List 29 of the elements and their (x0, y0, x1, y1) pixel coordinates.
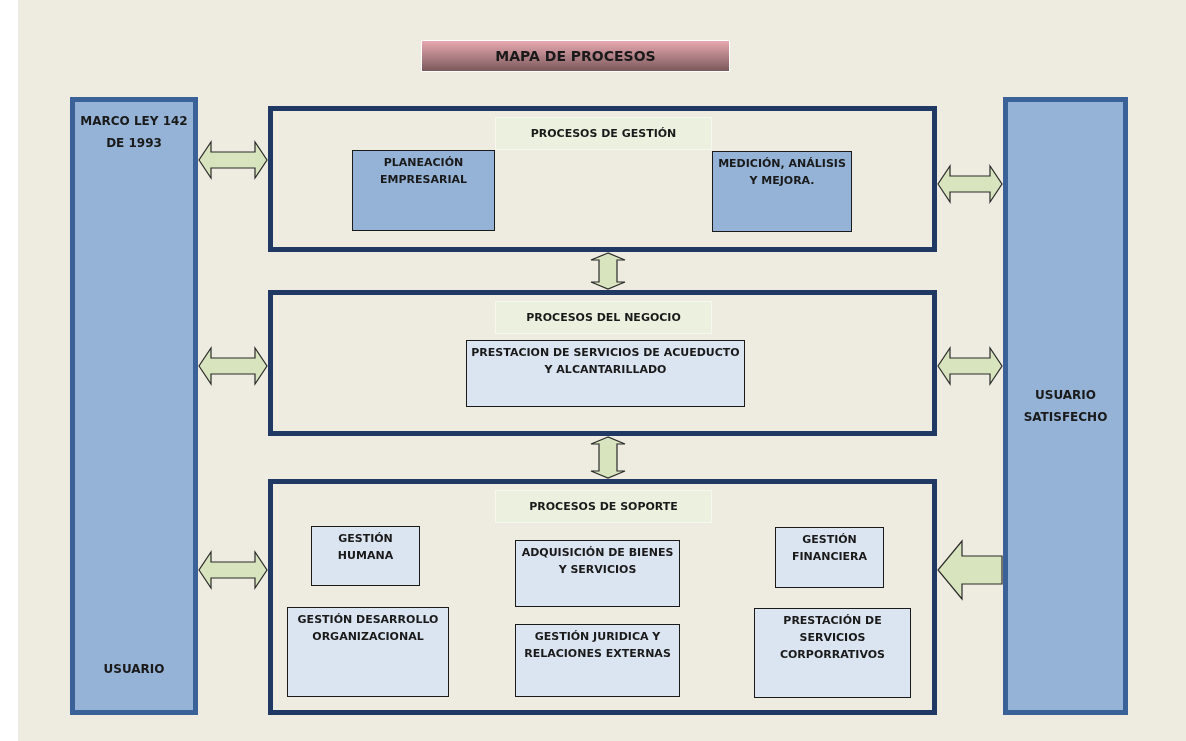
section-heading: PROCESOS DE SOPORTE (495, 490, 712, 523)
side-bar (70, 97, 198, 715)
process-box: PLANEACIÓN EMPRESARIAL (352, 150, 495, 231)
block-arrow (937, 346, 1003, 386)
process-box: GESTIÓN JURIDICA Y RELACIONES EXTERNAS (515, 624, 680, 697)
block-arrow (198, 140, 268, 180)
bar-label: USUARIO (103, 661, 165, 678)
block-arrow (590, 436, 626, 479)
process-box: GESTIÓN FINANCIERA (775, 527, 884, 588)
title-banner: MAPA DE PROCESOS (421, 40, 730, 72)
block-arrow (937, 164, 1003, 204)
process-box: GESTIÓN HUMANA (311, 526, 420, 586)
section-heading: PROCESOS DEL NEGOCIO (495, 301, 712, 334)
side-bar (1003, 97, 1128, 715)
process-box: ADQUISICIÓN DE BIENES Y SERVICIOS (515, 540, 680, 607)
block-arrow (937, 539, 1003, 601)
block-arrow (590, 252, 626, 290)
section-heading: PROCESOS DE GESTIÓN (495, 117, 712, 150)
process-group-frame (268, 479, 937, 715)
bar-label: MARCO LEY 142 DE 1993 (79, 113, 189, 152)
bar-label: USUARIO SATISFECHO (1022, 387, 1109, 426)
process-box: MEDICIÓN, ANÁLISIS Y MEJORA. (712, 151, 852, 232)
block-arrow (198, 550, 268, 590)
process-box: GESTIÓN DESARROLLO ORGANIZACIONAL (287, 607, 449, 697)
process-group-frame (268, 106, 937, 252)
process-box: PRESTACIÓN DE SERVICIOS CORPORRATIVOS (754, 608, 911, 698)
process-box: PRESTACION DE SERVICIOS DE ACUEDUCTO Y ALCANTARILLADO (466, 340, 745, 407)
process-group-frame (268, 290, 937, 436)
block-arrow (198, 346, 268, 386)
